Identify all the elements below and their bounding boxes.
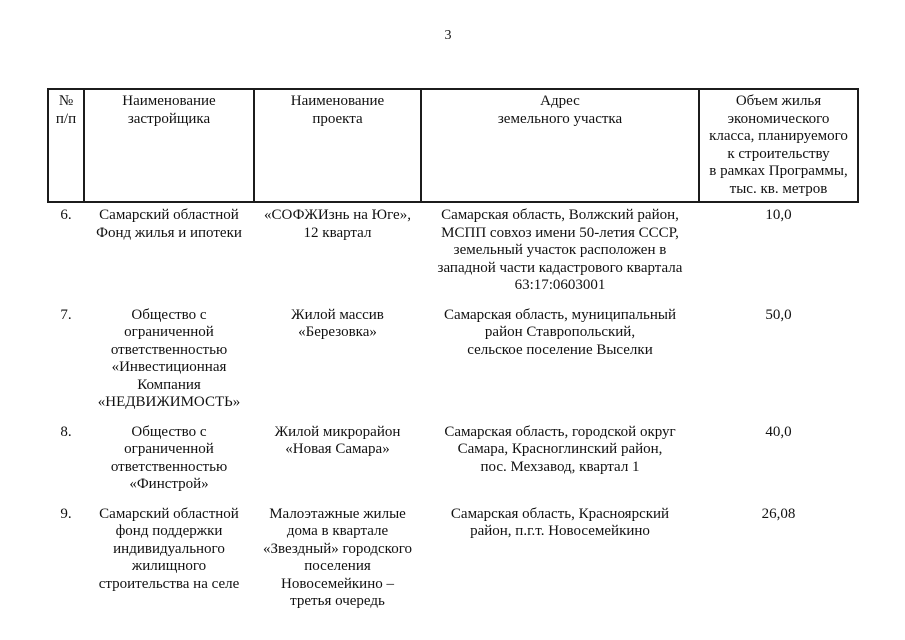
cell-address: Самарская область, городской округ Самар… (444, 423, 676, 475)
cell-volume: 10,0 (765, 207, 792, 223)
cell-address: Самарская область, Красноярский район, п… (450, 505, 670, 540)
page-number: 3 (444, 28, 452, 43)
cell-volume: 40,0 (765, 423, 792, 440)
cell-volume: 50,0 (765, 306, 792, 323)
developers-table: № п/п Наименование застройщика Наименова… (47, 88, 859, 619)
header-row-number: № п/п (47, 88, 85, 203)
cell-developer: Общество с ограниченной ответственностью… (110, 423, 228, 493)
cell-address: Самарская область, муниципальный район С… (443, 306, 677, 358)
table-row: 8. Общество с ограниченной ответственнос… (48, 420, 858, 502)
cell-project: «СОФЖИзнь на Юге», 12 квартал (264, 207, 411, 241)
header-volume: Объем жилья экономического класса, плани… (698, 88, 859, 203)
header-project: Наименование проекта (253, 88, 422, 203)
cell-developer: Общество с ограниченной ответственностью… (97, 306, 241, 411)
cell-developer: Самарский областной Фонд жилья и ипотеки (96, 207, 242, 241)
header-developer: Наименование застройщика (83, 88, 255, 203)
cell-developer: Самарский областной фонд поддержки индив… (98, 505, 240, 592)
table-header-row: № п/п Наименование застройщика Наименова… (47, 88, 859, 203)
cell-row-number: 6. (60, 207, 72, 223)
cell-project: Жилой микрорайон «Новая Самара» (274, 423, 401, 458)
cell-project: Малоэтажные жилые дома в квартале «Звезд… (263, 505, 412, 610)
table-row: 7. Общество с ограниченной ответственнос… (48, 303, 858, 420)
cell-address: Самарская область, Волжский район, МСПП … (437, 207, 683, 293)
cell-project: Жилой массив «Березовка» (291, 306, 384, 341)
cell-row-number: 7. (60, 306, 72, 323)
table-row: 9. Самарский областной фонд поддержки ин… (48, 502, 858, 619)
cell-volume: 26,08 (761, 505, 796, 522)
cell-row-number: 9. (60, 505, 72, 522)
header-address: Адрес земельного участка (420, 88, 700, 203)
cell-row-number: 8. (60, 423, 72, 440)
table-row: 6. Самарский областной Фонд жилья и ипот… (48, 202, 858, 303)
